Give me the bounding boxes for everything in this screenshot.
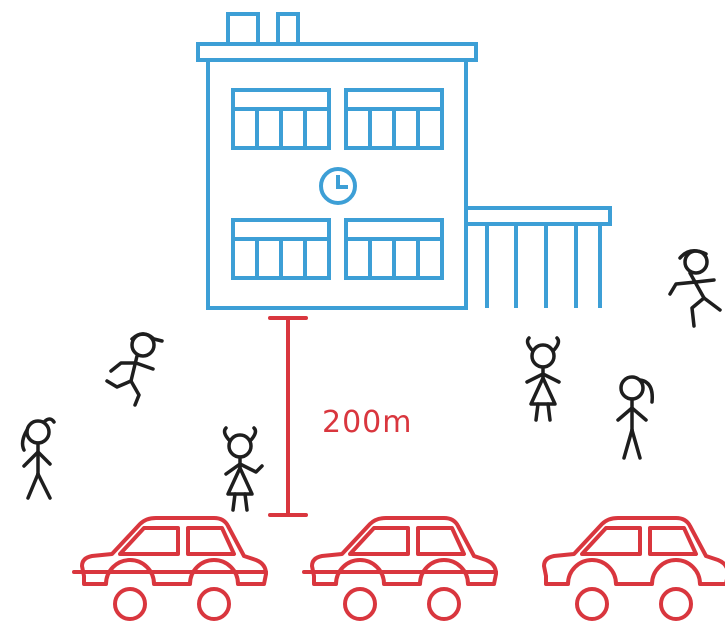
child-figure-icon <box>618 377 652 458</box>
car-icon <box>304 518 496 619</box>
canopy <box>466 208 610 308</box>
window <box>346 90 442 148</box>
child-figure-icon <box>527 338 559 420</box>
car-icon <box>544 518 725 619</box>
distance-marker <box>270 318 306 515</box>
window <box>233 90 329 148</box>
distance-label: 200m <box>322 405 412 440</box>
child-figure-icon <box>670 251 720 326</box>
school-building-icon <box>198 14 610 308</box>
window <box>346 220 442 278</box>
child-figure-icon <box>225 428 262 510</box>
window <box>233 220 329 278</box>
child-figure-icon <box>23 419 54 498</box>
car-icon <box>74 518 266 619</box>
child-figure-icon <box>107 334 162 405</box>
clock-icon <box>321 169 355 203</box>
